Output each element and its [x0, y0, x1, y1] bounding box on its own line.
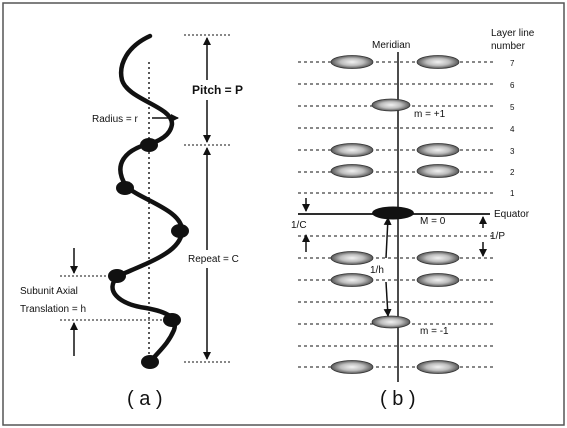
- layer-number: 7: [510, 59, 515, 68]
- panel-a-caption: ( a ): [127, 388, 163, 410]
- radius-label: Radius = r: [92, 114, 139, 125]
- inv-p-label: 1/P: [490, 231, 505, 242]
- diffraction-spot: [330, 164, 374, 178]
- inv-h-label: 1/h: [370, 265, 384, 276]
- spot-pair: [330, 164, 460, 178]
- layer-number: 5: [510, 103, 515, 112]
- meridional-spot: [371, 98, 411, 112]
- spot-pair: [330, 55, 460, 69]
- layer-header-line1: Layer line: [491, 28, 535, 39]
- diffraction-spot: [330, 273, 374, 287]
- spot-pair: [330, 143, 460, 157]
- layer-number: 2: [510, 168, 515, 177]
- diffraction-spot: [416, 164, 460, 178]
- inv-h-arrow-up: [383, 217, 392, 259]
- m-minus-label: m = -1: [420, 326, 449, 337]
- equatorial-spot: [372, 206, 414, 220]
- equator-label: Equator: [494, 209, 530, 220]
- diffraction-spot: [330, 251, 374, 265]
- pitch-label: Pitch = P: [192, 83, 243, 97]
- diffraction-spot: [416, 143, 460, 157]
- layer-number: 6: [510, 81, 515, 90]
- subunit-label-line2: Translation = h: [20, 304, 86, 315]
- subunit-dot: [141, 355, 159, 369]
- subunit-dot: [116, 181, 134, 195]
- meridional-spot: [371, 315, 411, 329]
- meridian-label: Meridian: [372, 40, 410, 51]
- inv-h-arrow-down: [383, 281, 392, 317]
- layer-number: 4: [510, 125, 515, 134]
- repeat-label: Repeat = C: [188, 254, 239, 265]
- subunit-dot: [171, 224, 189, 238]
- m-zero-label: M = 0: [420, 216, 446, 227]
- layer-header-line2: number: [491, 41, 526, 52]
- subunit-dot: [140, 138, 158, 152]
- spot-pair: [330, 360, 460, 374]
- spot-pair: [330, 273, 460, 287]
- panel-b-caption: ( b ): [380, 388, 416, 410]
- panel-a: Pitch = P Radius = r Repeat = C Subunit …: [20, 33, 243, 410]
- subunit-dot: [163, 313, 181, 327]
- layer-number: 3: [510, 147, 515, 156]
- subunit-label-line1: Subunit Axial: [20, 286, 78, 297]
- spot-pair: [330, 251, 460, 265]
- diffraction-spot: [330, 55, 374, 69]
- diffraction-spot: [330, 143, 374, 157]
- helix-curve: [110, 33, 185, 365]
- diffraction-spot: [416, 55, 460, 69]
- panel-b: Meridian Layer line number Equator 7 6: [291, 28, 535, 410]
- diffraction-spot: [416, 251, 460, 265]
- diffraction-spot: [416, 360, 460, 374]
- m-plus-label: m = +1: [414, 109, 446, 120]
- diffraction-spot: [416, 273, 460, 287]
- layer-number: 1: [510, 189, 515, 198]
- diffraction-spot: [330, 360, 374, 374]
- inv-c-label: 1/C: [291, 220, 307, 231]
